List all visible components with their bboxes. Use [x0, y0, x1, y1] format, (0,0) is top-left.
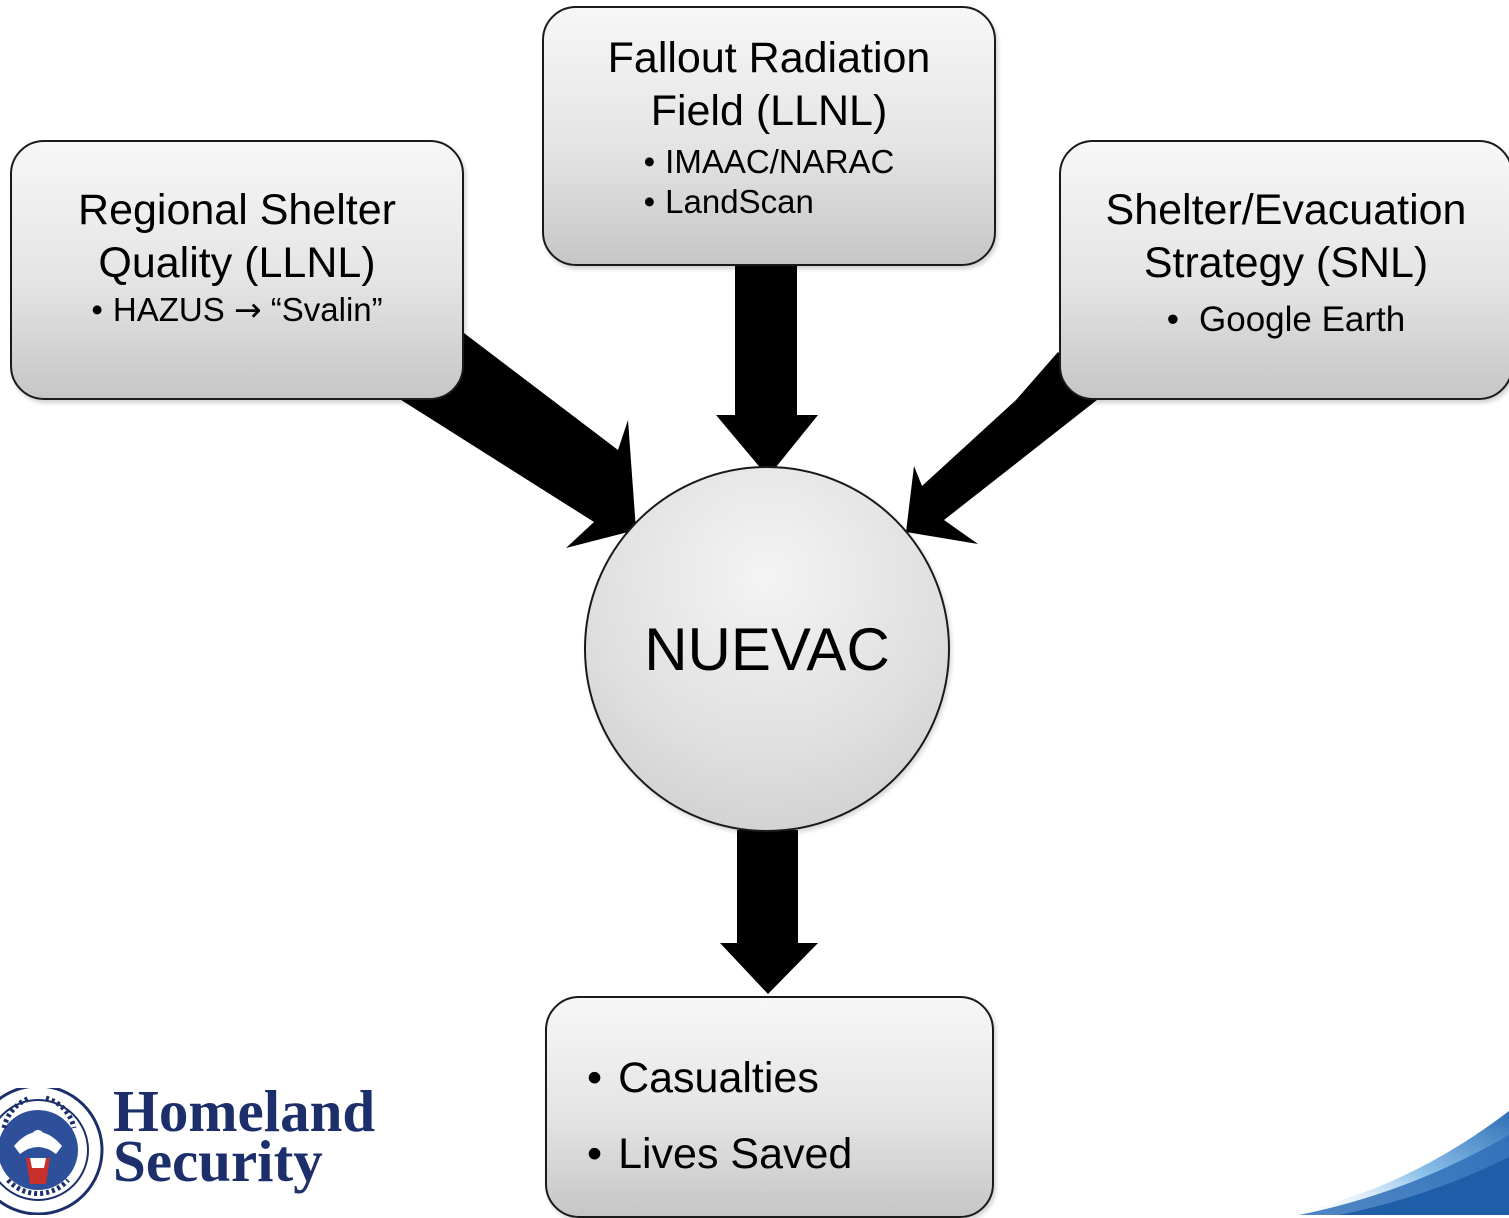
wordmark-line-1: Homeland — [113, 1078, 376, 1144]
outcome-lives-saved: Lives Saved — [587, 1116, 992, 1192]
dhs-wordmark: Homeland Security — [113, 1078, 376, 1194]
fallout-bullet-imaac: IMAAC/NARAC — [644, 142, 894, 182]
shelter-quality-box: Regional Shelter Quality (LLNL) HAZUS → … — [10, 140, 464, 400]
outcome-casualties: Casualties — [587, 1040, 992, 1116]
evacuation-strategy-box: Shelter/Evacuation Strategy (SNL) Google… — [1059, 140, 1509, 400]
dhs-logo — [0, 1088, 104, 1215]
evacuation-strategy-title: Shelter/Evacuation Strategy (SNL) — [1105, 186, 1467, 287]
shelter-quality-bullet: HAZUS → “Svalin” — [12, 290, 462, 330]
bullet-svalin: “Svalin” — [270, 291, 383, 328]
fallout-bullet-landscan: LandScan — [644, 182, 895, 222]
outcomes-bullets: Casualties Lives Saved — [587, 1040, 992, 1192]
bullet-hazus: HAZUS — [112, 291, 225, 328]
dhs-seal-icon — [0, 1088, 104, 1215]
fallout-radiation-box: Fallout Radiation Field (LLNL) IMAAC/NAR… — [542, 6, 996, 266]
shelter-quality-title: Regional Shelter Quality (LLNL) — [78, 186, 396, 287]
wordmark-line-2: Security — [113, 1128, 323, 1194]
arrow-strategy-to-nuevac — [906, 352, 1102, 544]
arrow-fallout-to-nuevac — [716, 266, 818, 477]
right-arrow-icon: → — [233, 290, 262, 329]
corner-swoosh — [1279, 1111, 1509, 1215]
nuevac-circle: NUEVAC — [584, 466, 950, 832]
strategy-bullet-google-earth: Google Earth — [1061, 300, 1509, 340]
fallout-radiation-bullets: IMAAC/NARAC LandScan — [644, 142, 895, 222]
outcomes-box: Casualties Lives Saved — [545, 996, 994, 1218]
nuevac-label: NUEVAC — [644, 615, 890, 683]
arrow-nuevac-to-outcomes — [720, 830, 818, 994]
fallout-radiation-title: Fallout Radiation Field (LLNL) — [607, 34, 931, 135]
evacuation-strategy-bullets: Google Earth — [1061, 300, 1509, 340]
shelter-quality-bullets: HAZUS → “Svalin” — [12, 290, 462, 330]
